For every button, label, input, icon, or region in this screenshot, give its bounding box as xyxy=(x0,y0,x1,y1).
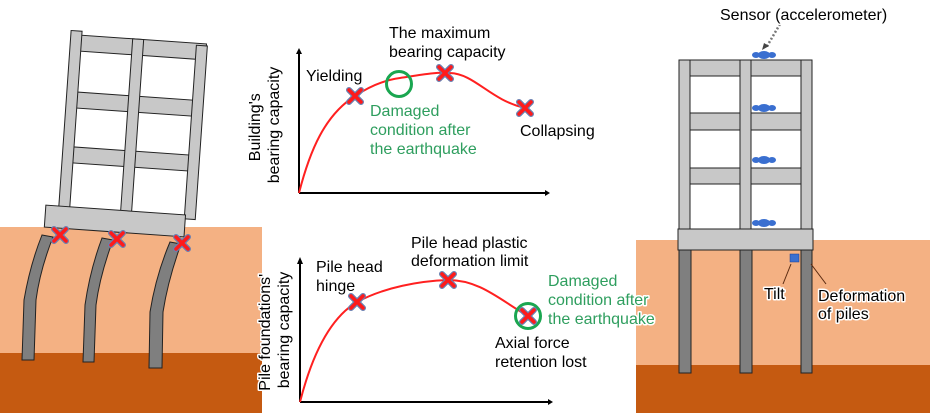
damaged-label: condition after xyxy=(370,122,471,139)
capacity-curve xyxy=(299,278,529,403)
plastic-limit-marker xyxy=(442,274,454,286)
svg-text:Building's bearing capac: Building's bearing capacity xyxy=(247,67,283,184)
collapse-marker xyxy=(519,102,531,114)
damaged-label: condition after xyxy=(548,292,649,309)
damage-mark xyxy=(176,237,188,249)
bent-piles xyxy=(21,234,182,369)
hinge-label: Pile head xyxy=(316,259,383,276)
sensor-icon xyxy=(752,104,776,112)
y-label: bearing capacity xyxy=(276,272,293,389)
damage-mark xyxy=(54,229,66,241)
damaged-condition-circle xyxy=(385,70,413,98)
sensor-icon xyxy=(752,219,776,227)
y-label: Pile foundations' xyxy=(257,274,274,391)
damaged-label: Damaged xyxy=(548,273,617,290)
hinge-label: hinge xyxy=(316,278,355,295)
damaged-label: Damaged xyxy=(370,103,439,120)
tilt-label: Tilt xyxy=(764,286,785,303)
foundation-slab xyxy=(677,228,814,251)
max-label: The maximum xyxy=(389,25,490,42)
capacity-curve xyxy=(298,71,526,194)
svg-text:Pile foundations' bearin: Pile foundations' bearing capacity xyxy=(257,269,293,390)
deformation-label: of piles xyxy=(818,306,869,323)
max-label: bearing capacity xyxy=(389,44,506,61)
pile-capacity-chart: Pile foundations' bearing capacity Pile … xyxy=(256,234,589,405)
collapse-label: Collapsing xyxy=(520,123,595,140)
piles xyxy=(678,249,813,374)
lower-soil xyxy=(0,353,262,413)
plastic-limit-label: deformation limit xyxy=(411,253,529,270)
max-marker xyxy=(439,67,451,79)
damaged-condition-circle xyxy=(514,302,542,330)
yield-label: Yielding xyxy=(306,68,362,85)
left-damaged-building xyxy=(0,29,262,413)
tilt-sensor-icon xyxy=(789,253,800,263)
sensor-label: Sensor (accelerometer) xyxy=(720,7,887,24)
axial-label: retention lost xyxy=(495,354,587,371)
deformation-label: Deformation xyxy=(818,288,905,305)
sensor-icon xyxy=(752,51,776,59)
damage-mark xyxy=(111,233,123,245)
yield-marker xyxy=(349,90,361,102)
right-monitored-building: Sensor (accelerometer) Tilt Deformation … xyxy=(636,6,930,413)
sensor-pointer xyxy=(764,23,782,49)
plastic-limit-label: Pile head plastic xyxy=(411,235,528,252)
damaged-label: the earthquake xyxy=(370,141,477,158)
sensor-icon xyxy=(752,156,776,164)
hinge-marker xyxy=(351,296,363,308)
y-label: bearing capacity xyxy=(266,67,283,184)
damaged-label: the earthquake xyxy=(548,311,655,328)
y-label: Building's xyxy=(247,93,264,161)
axial-label: Axial force xyxy=(495,335,570,352)
axial-loss-marker xyxy=(522,310,534,322)
building-capacity-chart: Building's bearing capacity The maximum … xyxy=(246,24,596,196)
